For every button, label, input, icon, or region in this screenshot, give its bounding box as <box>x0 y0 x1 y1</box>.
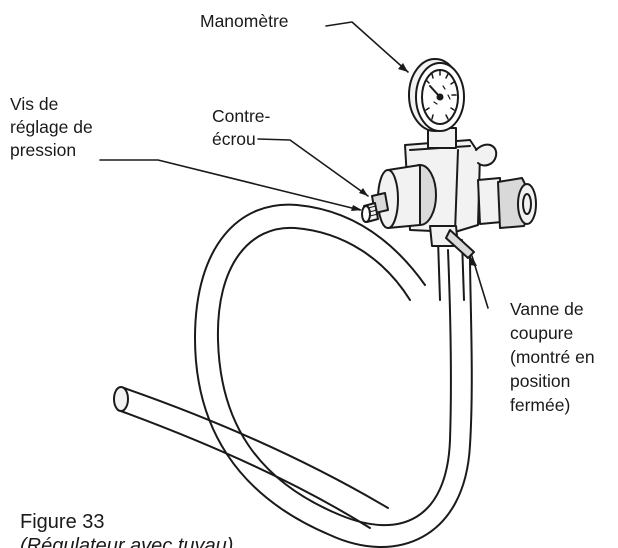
label-vanne-line3: (montré en <box>510 347 595 367</box>
label-vanne-line1: Vanne de <box>510 299 584 319</box>
bonnet <box>377 164 437 229</box>
pressure-gauge <box>408 58 465 132</box>
figure-number: Figure 33 <box>20 511 105 533</box>
leader-lines <box>99 21 489 309</box>
hose-coil <box>194 203 473 548</box>
label-vis-line3: pression <box>10 140 77 160</box>
adjusting-screw-shape <box>361 202 379 223</box>
label-contre-line1: Contre- <box>212 106 271 126</box>
relief-cap <box>475 143 498 167</box>
leader-manometre <box>325 21 409 73</box>
label-vanne-line4: position <box>510 371 571 391</box>
label-vis-line2: réglage de <box>10 117 93 137</box>
arrowheads <box>351 63 477 266</box>
label-vis-line1: Vis de <box>10 94 59 114</box>
label-contre-line2: écrou <box>212 129 256 149</box>
leader-vis <box>99 159 361 211</box>
shutoff-valve-shape <box>429 225 475 259</box>
outlet-connector <box>477 177 537 229</box>
label-vanne-line2: coupure <box>510 323 574 343</box>
figure-caption-partial: (Régulateur avec tuyau) <box>20 535 234 548</box>
label-manometre: Manomètre <box>200 11 289 31</box>
hose-tail <box>113 386 389 529</box>
label-vanne-line5: fermée) <box>510 395 571 415</box>
leader-contre <box>257 138 369 197</box>
